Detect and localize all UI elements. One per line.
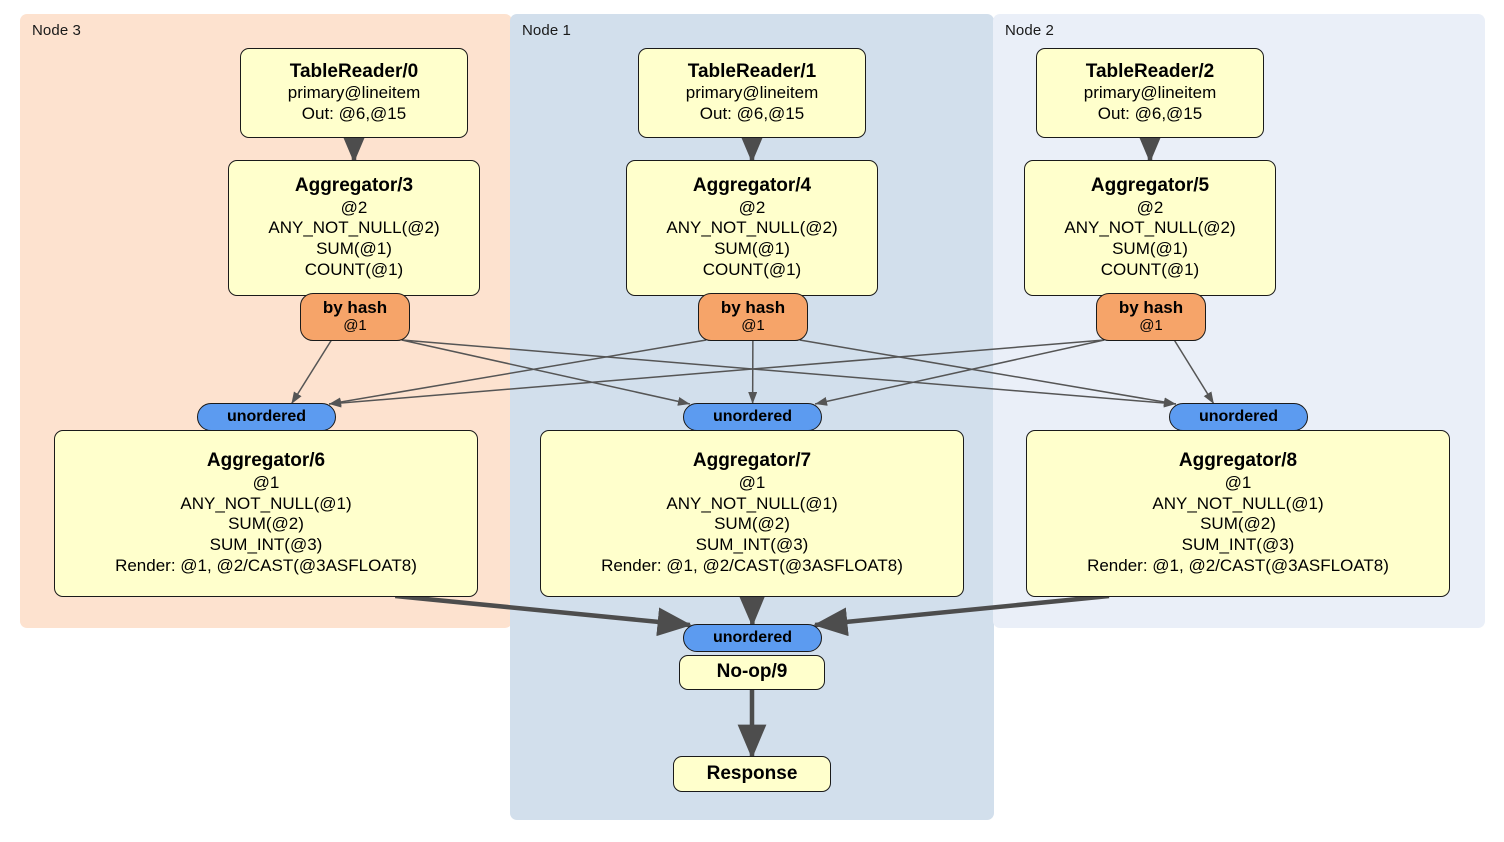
plan-box-line: @1: [1224, 472, 1252, 492]
plan-box-aggregator-7[interactable]: Aggregator/7 @1 ANY_NOT_NULL(@1) SUM(@2)…: [540, 430, 964, 597]
plan-box-aggregator-5[interactable]: Aggregator/5 @2 ANY_NOT_NULL(@2) SUM(@1)…: [1024, 160, 1276, 296]
plan-box-title: Aggregator/7: [692, 450, 812, 472]
plan-box-title: Aggregator/5: [1090, 175, 1210, 197]
plan-box-line: COUNT(@1): [1100, 259, 1200, 279]
plan-box-render-line: Render: @1, @2/CAST(@3ASFLOAT8): [115, 555, 417, 575]
plan-box-tablereader-0[interactable]: TableReader/0 primary@lineitem Out: @6,@…: [240, 48, 468, 138]
router-label: unordered: [712, 408, 793, 426]
plan-box-line: @1: [738, 472, 766, 492]
plan-box-title: Aggregator/3: [294, 175, 414, 197]
plan-box-line: SUM(@2): [228, 514, 304, 534]
plan-box-title: Aggregator/6: [206, 450, 326, 472]
node-panel-label-node2: Node 2: [1005, 22, 1054, 39]
plan-box-line: @2: [1136, 197, 1164, 217]
plan-box-line: SUM(@1): [1112, 239, 1188, 259]
plan-box-line: SUM_INT(@3): [695, 535, 809, 555]
plan-box-title: TableReader/2: [1085, 61, 1215, 83]
plan-box-line: Out: @6,@15: [301, 104, 407, 124]
router-label: by hash: [1118, 298, 1184, 318]
plan-box-line: COUNT(@1): [702, 259, 802, 279]
plan-box-line: ANY_NOT_NULL(@1): [180, 493, 352, 513]
node-panel-label-node3: Node 3: [32, 22, 81, 39]
router-sublabel: @1: [1139, 317, 1163, 335]
router-label: unordered: [1198, 408, 1279, 426]
plan-box-line: primary@lineitem: [287, 83, 421, 103]
plan-box-line: SUM(@1): [316, 239, 392, 259]
router-by-hash-node3[interactable]: by hash @1: [300, 293, 410, 341]
router-unordered-node3[interactable]: unordered: [197, 403, 336, 431]
plan-box-line: primary@lineitem: [685, 83, 819, 103]
plan-box-line: Out: @6,@15: [699, 104, 805, 124]
plan-box-aggregator-6[interactable]: Aggregator/6 @1 ANY_NOT_NULL(@1) SUM(@2)…: [54, 430, 478, 597]
plan-box-line: SUM_INT(@3): [209, 535, 323, 555]
plan-box-title: No-op/9: [716, 661, 788, 683]
plan-box-title: TableReader/0: [289, 61, 419, 83]
plan-box-aggregator-4[interactable]: Aggregator/4 @2 ANY_NOT_NULL(@2) SUM(@1)…: [626, 160, 878, 296]
plan-box-render-line: Render: @1, @2/CAST(@3ASFLOAT8): [1087, 555, 1389, 575]
plan-box-noop-9[interactable]: No-op/9: [679, 655, 825, 690]
node-panel-label-node1: Node 1: [522, 22, 571, 39]
plan-box-line: ANY_NOT_NULL(@2): [268, 218, 440, 238]
plan-box-title: Aggregator/4: [692, 175, 812, 197]
router-label: by hash: [322, 298, 388, 318]
router-label: unordered: [712, 629, 793, 647]
plan-box-title: Aggregator/8: [1178, 450, 1298, 472]
router-label: unordered: [226, 408, 307, 426]
router-label: by hash: [720, 298, 786, 318]
plan-box-tablereader-1[interactable]: TableReader/1 primary@lineitem Out: @6,@…: [638, 48, 866, 138]
router-sublabel: @1: [343, 317, 367, 335]
plan-box-tablereader-2[interactable]: TableReader/2 primary@lineitem Out: @6,@…: [1036, 48, 1264, 138]
plan-box-title: Response: [706, 762, 798, 784]
plan-box-line: Out: @6,@15: [1097, 104, 1203, 124]
plan-box-aggregator-3[interactable]: Aggregator/3 @2 ANY_NOT_NULL(@2) SUM(@1)…: [228, 160, 480, 296]
router-unordered-final[interactable]: unordered: [683, 624, 822, 652]
plan-box-line: SUM(@1): [714, 239, 790, 259]
plan-box-line: SUM_INT(@3): [1181, 535, 1295, 555]
plan-box-line: SUM(@2): [714, 514, 790, 534]
plan-box-line: ANY_NOT_NULL(@1): [666, 493, 838, 513]
router-unordered-node1[interactable]: unordered: [683, 403, 822, 431]
plan-box-line: COUNT(@1): [304, 259, 404, 279]
plan-box-line: @2: [340, 197, 368, 217]
router-unordered-node2[interactable]: unordered: [1169, 403, 1308, 431]
plan-box-line: ANY_NOT_NULL(@2): [1064, 218, 1236, 238]
router-sublabel: @1: [741, 317, 765, 335]
plan-box-line: ANY_NOT_NULL(@1): [1152, 493, 1324, 513]
plan-box-line: @1: [252, 472, 280, 492]
plan-box-aggregator-8[interactable]: Aggregator/8 @1 ANY_NOT_NULL(@1) SUM(@2)…: [1026, 430, 1450, 597]
plan-box-line: @2: [738, 197, 766, 217]
router-by-hash-node1[interactable]: by hash @1: [698, 293, 808, 341]
plan-box-line: primary@lineitem: [1083, 83, 1217, 103]
plan-box-response[interactable]: Response: [673, 756, 831, 792]
plan-box-title: TableReader/1: [687, 61, 817, 83]
plan-box-line: SUM(@2): [1200, 514, 1276, 534]
plan-box-render-line: Render: @1, @2/CAST(@3ASFLOAT8): [601, 555, 903, 575]
plan-box-line: ANY_NOT_NULL(@2): [666, 218, 838, 238]
router-by-hash-node2[interactable]: by hash @1: [1096, 293, 1206, 341]
